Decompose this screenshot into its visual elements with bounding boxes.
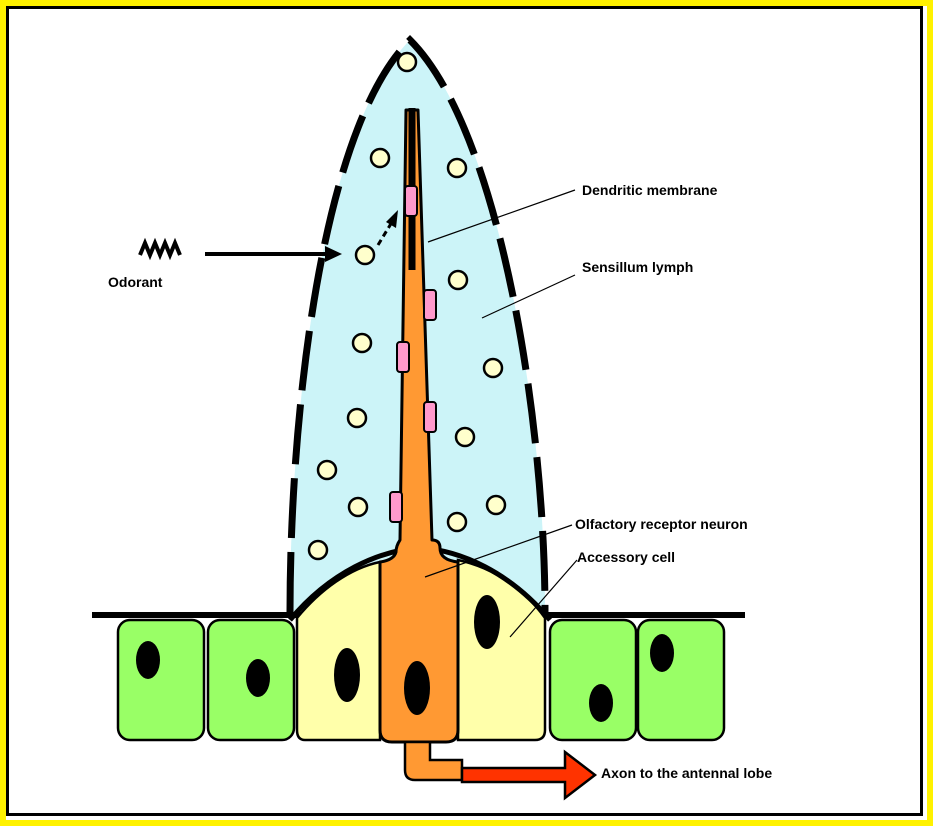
cell-nucleus: [246, 659, 270, 697]
neuron-nucleus: [404, 661, 430, 715]
odorant-particle: [448, 159, 466, 177]
axon-stub: [405, 742, 462, 780]
epidermal-cell: [638, 620, 724, 740]
label-dendritic-membrane: Dendritic membrane: [582, 182, 718, 198]
cell-nucleus: [334, 648, 360, 702]
odorant-particle: [348, 409, 366, 427]
label-olfactory-receptor-neuron: Olfactory receptor neuron: [575, 516, 748, 532]
cell-nucleus: [474, 595, 500, 649]
odorant-particle: [356, 246, 374, 264]
odorant-particle: [456, 428, 474, 446]
odorant-particle: [484, 359, 502, 377]
receptor-protein: [424, 402, 436, 432]
receptor-protein: [424, 290, 436, 320]
receptor-protein: [405, 186, 417, 216]
epidermal-cell: [118, 620, 204, 740]
epidermal-cell: [550, 620, 636, 740]
receptor-protein: [390, 492, 402, 522]
cell-nucleus: [136, 641, 160, 679]
odorant-particle: [448, 513, 466, 531]
odorant-particle: [353, 334, 371, 352]
odorant-particle: [318, 461, 336, 479]
epidermal-cells-right: [550, 620, 724, 740]
odorant-particle: [371, 149, 389, 167]
cell-nucleus: [650, 634, 674, 672]
odorant-particle: [449, 271, 467, 289]
label-axon: Axon to the antennal lobe: [601, 765, 772, 781]
odorant-wave-icon: [140, 243, 180, 255]
cell-nucleus: [589, 684, 613, 722]
odorant-particle: [487, 496, 505, 514]
label-sensillum-lymph: Sensillum lymph: [582, 259, 693, 275]
odorant-particle: [398, 53, 416, 71]
epidermal-cells-left: [118, 620, 294, 740]
label-accessory-cell: Accessory cell: [577, 549, 675, 565]
odorant-particle: [309, 541, 327, 559]
receptor-protein: [397, 342, 409, 372]
odorant-particle: [349, 498, 367, 516]
label-odorant: Odorant: [108, 274, 163, 290]
axon-arrow: [462, 752, 595, 798]
